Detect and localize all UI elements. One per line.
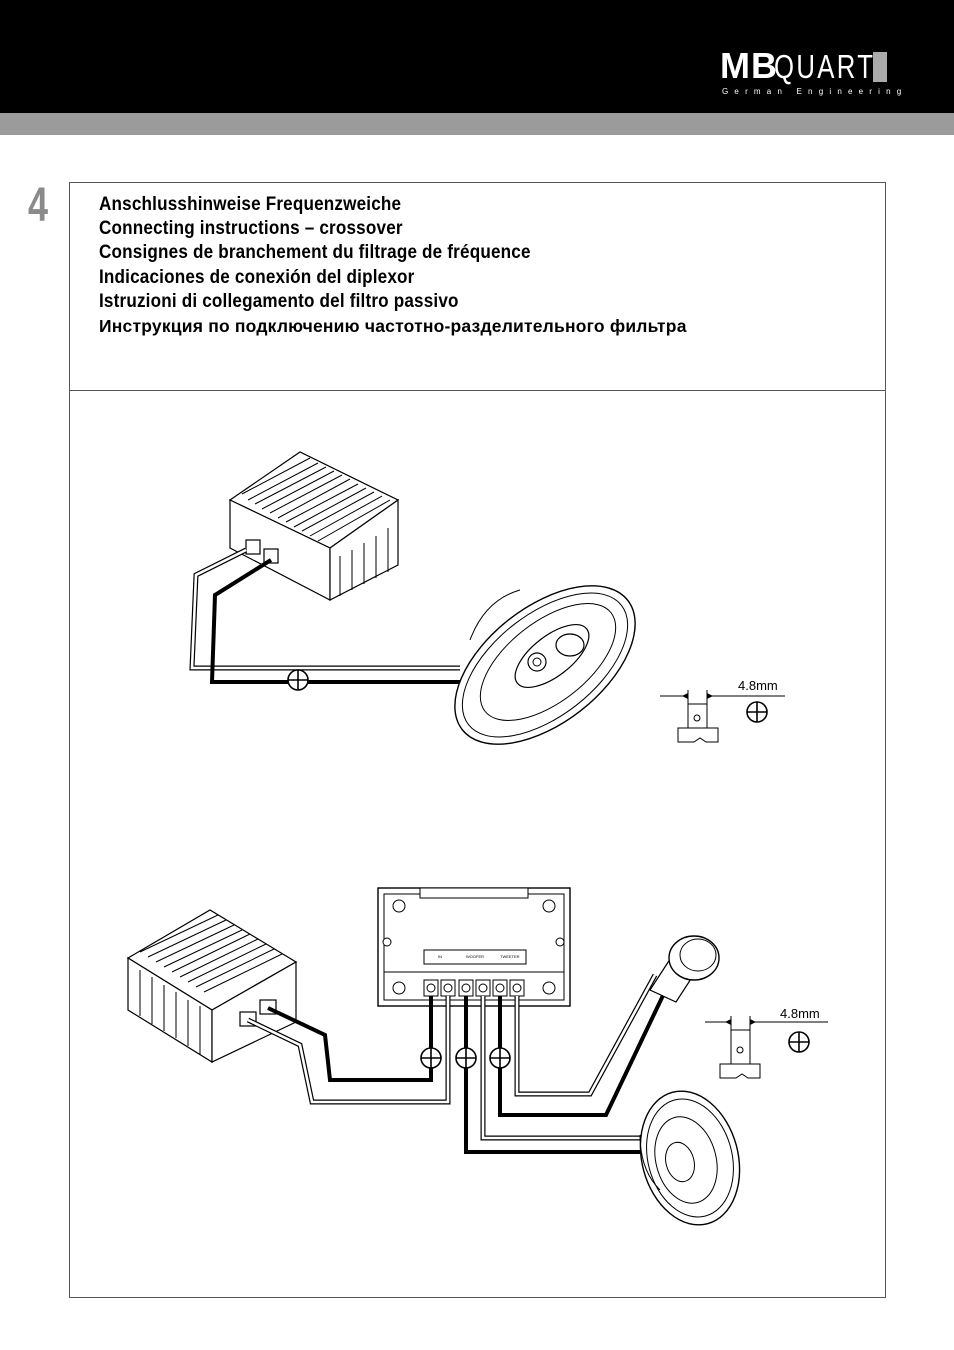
logo-mb-text: MB: [720, 45, 778, 86]
positive-marker-terminal-bottom: [788, 1031, 810, 1053]
section-titles: Anschlusshinweise Frequenzweiche Connect…: [99, 193, 687, 338]
logo-block: [873, 52, 887, 82]
amplifier-bottom: [126, 909, 298, 1064]
crossover-label-tweeter: TWEETER: [500, 954, 520, 959]
positive-marker-tweeter: [489, 1047, 511, 1069]
positive-marker-terminal-top: [746, 701, 768, 723]
wires-top: [189, 547, 460, 684]
title-de: Anschlusshinweise Frequenzweiche: [99, 194, 402, 215]
title-fr: Consignes de branchement du filtrage de …: [99, 242, 531, 264]
speaker-oval: [454, 585, 636, 745]
crossover-label-woofer: WOOFER: [466, 954, 484, 959]
header-bar: [0, 0, 954, 113]
terminal-detail-top: 4.8mm: [660, 678, 785, 743]
title-ru: Инструкция по подключению частотно-разде…: [99, 316, 687, 337]
crossover-unit: IN WOOFER TWEETER: [377, 887, 571, 1007]
positive-marker-in: [420, 1047, 442, 1069]
title-it: Istruzioni di collegamento del filtro pa…: [99, 290, 459, 312]
content-frame: [69, 182, 886, 1298]
logo-quart-text: QUART: [774, 48, 876, 85]
terminal-detail-bottom: 4.8mm: [705, 1006, 828, 1079]
section-number: 4: [28, 179, 49, 232]
header-accent-bar: [0, 113, 954, 135]
mb-quart-logo: MB QUART German Engineering: [720, 45, 901, 100]
positive-marker-woofer: [455, 1047, 477, 1069]
frame-divider: [69, 390, 886, 391]
amplifier-top: [228, 451, 400, 601]
title-es: Indicaciones de conexión del diplexor: [99, 266, 415, 288]
woofer: [639, 1090, 741, 1226]
dimension-label-top: 4.8mm: [738, 678, 778, 693]
tweeter: [649, 935, 720, 1003]
dimension-label-bottom: 4.8mm: [780, 1006, 820, 1021]
logo-tagline: German Engineering: [722, 87, 908, 96]
positive-marker-top: [287, 669, 309, 691]
crossover-label-in: IN: [438, 954, 442, 959]
title-en: Connecting instructions – crossover: [99, 218, 403, 240]
